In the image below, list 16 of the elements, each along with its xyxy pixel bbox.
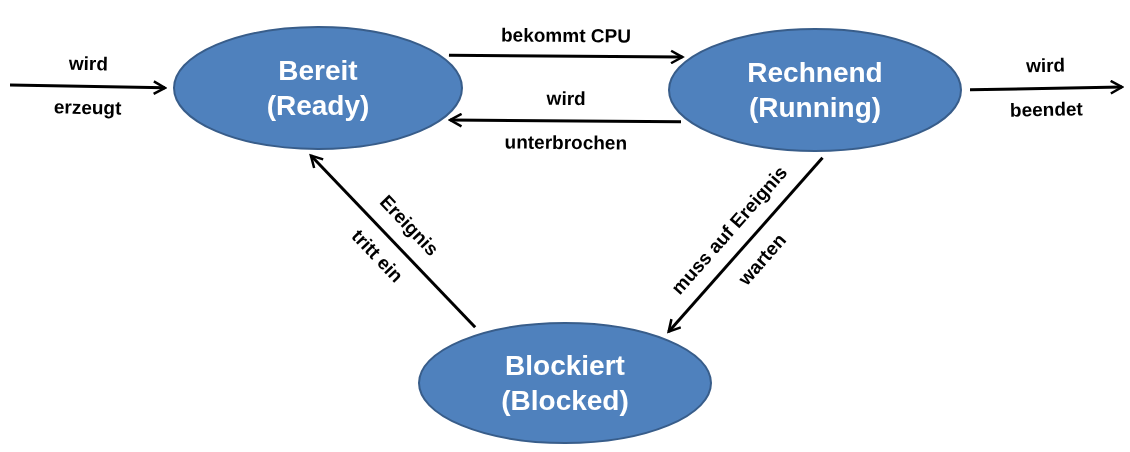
arrow [449, 112, 681, 128]
state-ellipse [418, 322, 712, 444]
arrow [448, 49, 684, 65]
arrow [667, 156, 824, 333]
state-label: Blockiert (Blocked) [500, 349, 630, 418]
state-ellipse [173, 26, 463, 150]
state-label: Rechnend (Running) [746, 56, 884, 125]
edge-label: wird erzeugt [52, 52, 123, 122]
arrow [309, 154, 477, 329]
edge-label: wird unterbrochen [503, 86, 628, 156]
state-ellipse [668, 28, 962, 152]
edge-label: wird beendet [1008, 54, 1084, 124]
state-label: Bereit (Ready) [265, 54, 371, 123]
arrow [9, 80, 167, 96]
edge-label: bekommt CPU [499, 23, 632, 49]
arrow [969, 79, 1124, 95]
